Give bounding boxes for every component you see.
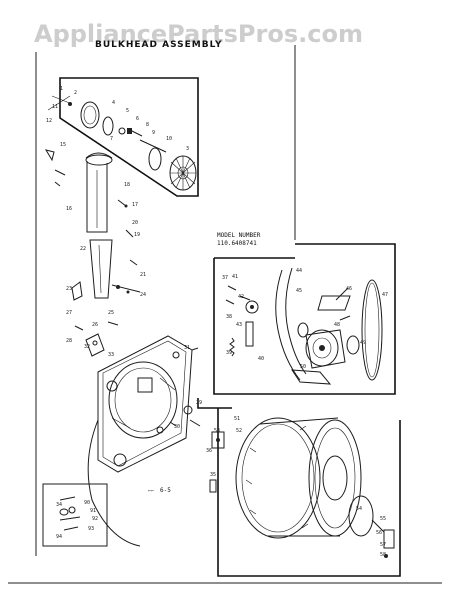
model-number-value: 110.6408741 (217, 240, 257, 247)
callout: 12 (46, 118, 52, 124)
callout: 92 (92, 516, 98, 522)
page-reference-text: 6-5 (160, 487, 171, 494)
callout: 38 (226, 314, 232, 320)
callout: 58 (380, 552, 386, 558)
drive-motor-group (213, 243, 396, 395)
callout: 40 (258, 356, 264, 362)
callout: 55 (380, 516, 386, 522)
callout: 54 (356, 506, 362, 512)
callout: 31 (184, 345, 190, 351)
callout: 52 (236, 428, 242, 434)
callout: 11 (52, 104, 58, 110)
callout: 41 (232, 274, 238, 280)
callout: 18 (124, 182, 130, 188)
callout: 91 (90, 508, 96, 514)
callout: 25 (108, 310, 114, 316)
detail-inset (42, 483, 108, 547)
callout: 46 (346, 286, 352, 292)
diagram-title: BULKHEAD ASSEMBLY (95, 40, 222, 50)
callout: 19 (134, 232, 140, 238)
callout: 5 (126, 108, 129, 114)
callout: 24 (140, 292, 146, 298)
callout: 47 (382, 292, 388, 298)
callout: 6 (136, 116, 139, 122)
callout: 4 (112, 100, 115, 106)
callout: 23 (66, 286, 72, 292)
callout: 45 (296, 288, 302, 294)
callout: 20 (132, 220, 138, 226)
callout: 50 (300, 364, 306, 370)
callout: 8 (146, 122, 149, 128)
callout-labels: 1 2 3 4 5 6 7 8 9 10 11 12 15 16 17 18 1… (46, 86, 388, 558)
exhaust-duct (44, 149, 113, 299)
callout: 16 (66, 206, 72, 212)
callout: 2 (74, 90, 77, 96)
callout: 39 (226, 350, 232, 356)
callout: 35 (210, 472, 216, 478)
callout: 93 (88, 526, 94, 532)
callout: 27 (66, 310, 72, 316)
callout: 57 (380, 542, 386, 548)
callout: 42 (238, 294, 244, 300)
callout: 29 (196, 400, 202, 406)
callout: 37 (222, 275, 228, 281)
callout: 94 (56, 534, 62, 540)
callout: 36 (206, 448, 212, 454)
blower-housing-group (47, 77, 199, 197)
callout: 34 (56, 502, 62, 508)
callout: 15 (60, 142, 66, 148)
callout: 44 (296, 268, 302, 274)
callout: 7 (110, 136, 113, 142)
callout: 49 (360, 340, 366, 346)
svg-text:←←: ←← (148, 488, 154, 494)
callout: 53 (214, 428, 220, 434)
callout: 56 (376, 530, 382, 536)
callout: 22 (80, 246, 86, 252)
callout: 9 (152, 130, 155, 136)
model-number-heading: MODEL NUMBER (217, 232, 261, 239)
callout: 51 (234, 416, 240, 422)
bulkhead-panel (87, 335, 199, 547)
callout: 10 (166, 136, 172, 142)
callout: 28 (66, 338, 72, 344)
callout: 30 (174, 424, 180, 430)
callout: 33 (108, 352, 114, 358)
callout: 43 (236, 322, 242, 328)
callout: 3 (186, 146, 189, 152)
watermark-text: AppliancePartsPros.com (34, 20, 363, 48)
fasteners-mid (71, 199, 141, 357)
callout: 90 (84, 500, 90, 506)
page-reference: ←← 6-5 (148, 487, 171, 494)
callout: 48 (334, 322, 340, 328)
callout: 26 (92, 322, 98, 328)
callout: 32 (84, 344, 90, 350)
callout: 21 (140, 272, 146, 278)
page-frame (8, 45, 442, 584)
drum-group (169, 398, 401, 577)
callout: 1 (60, 86, 63, 92)
callout: 17 (132, 202, 138, 208)
blower-wheel (169, 155, 197, 191)
